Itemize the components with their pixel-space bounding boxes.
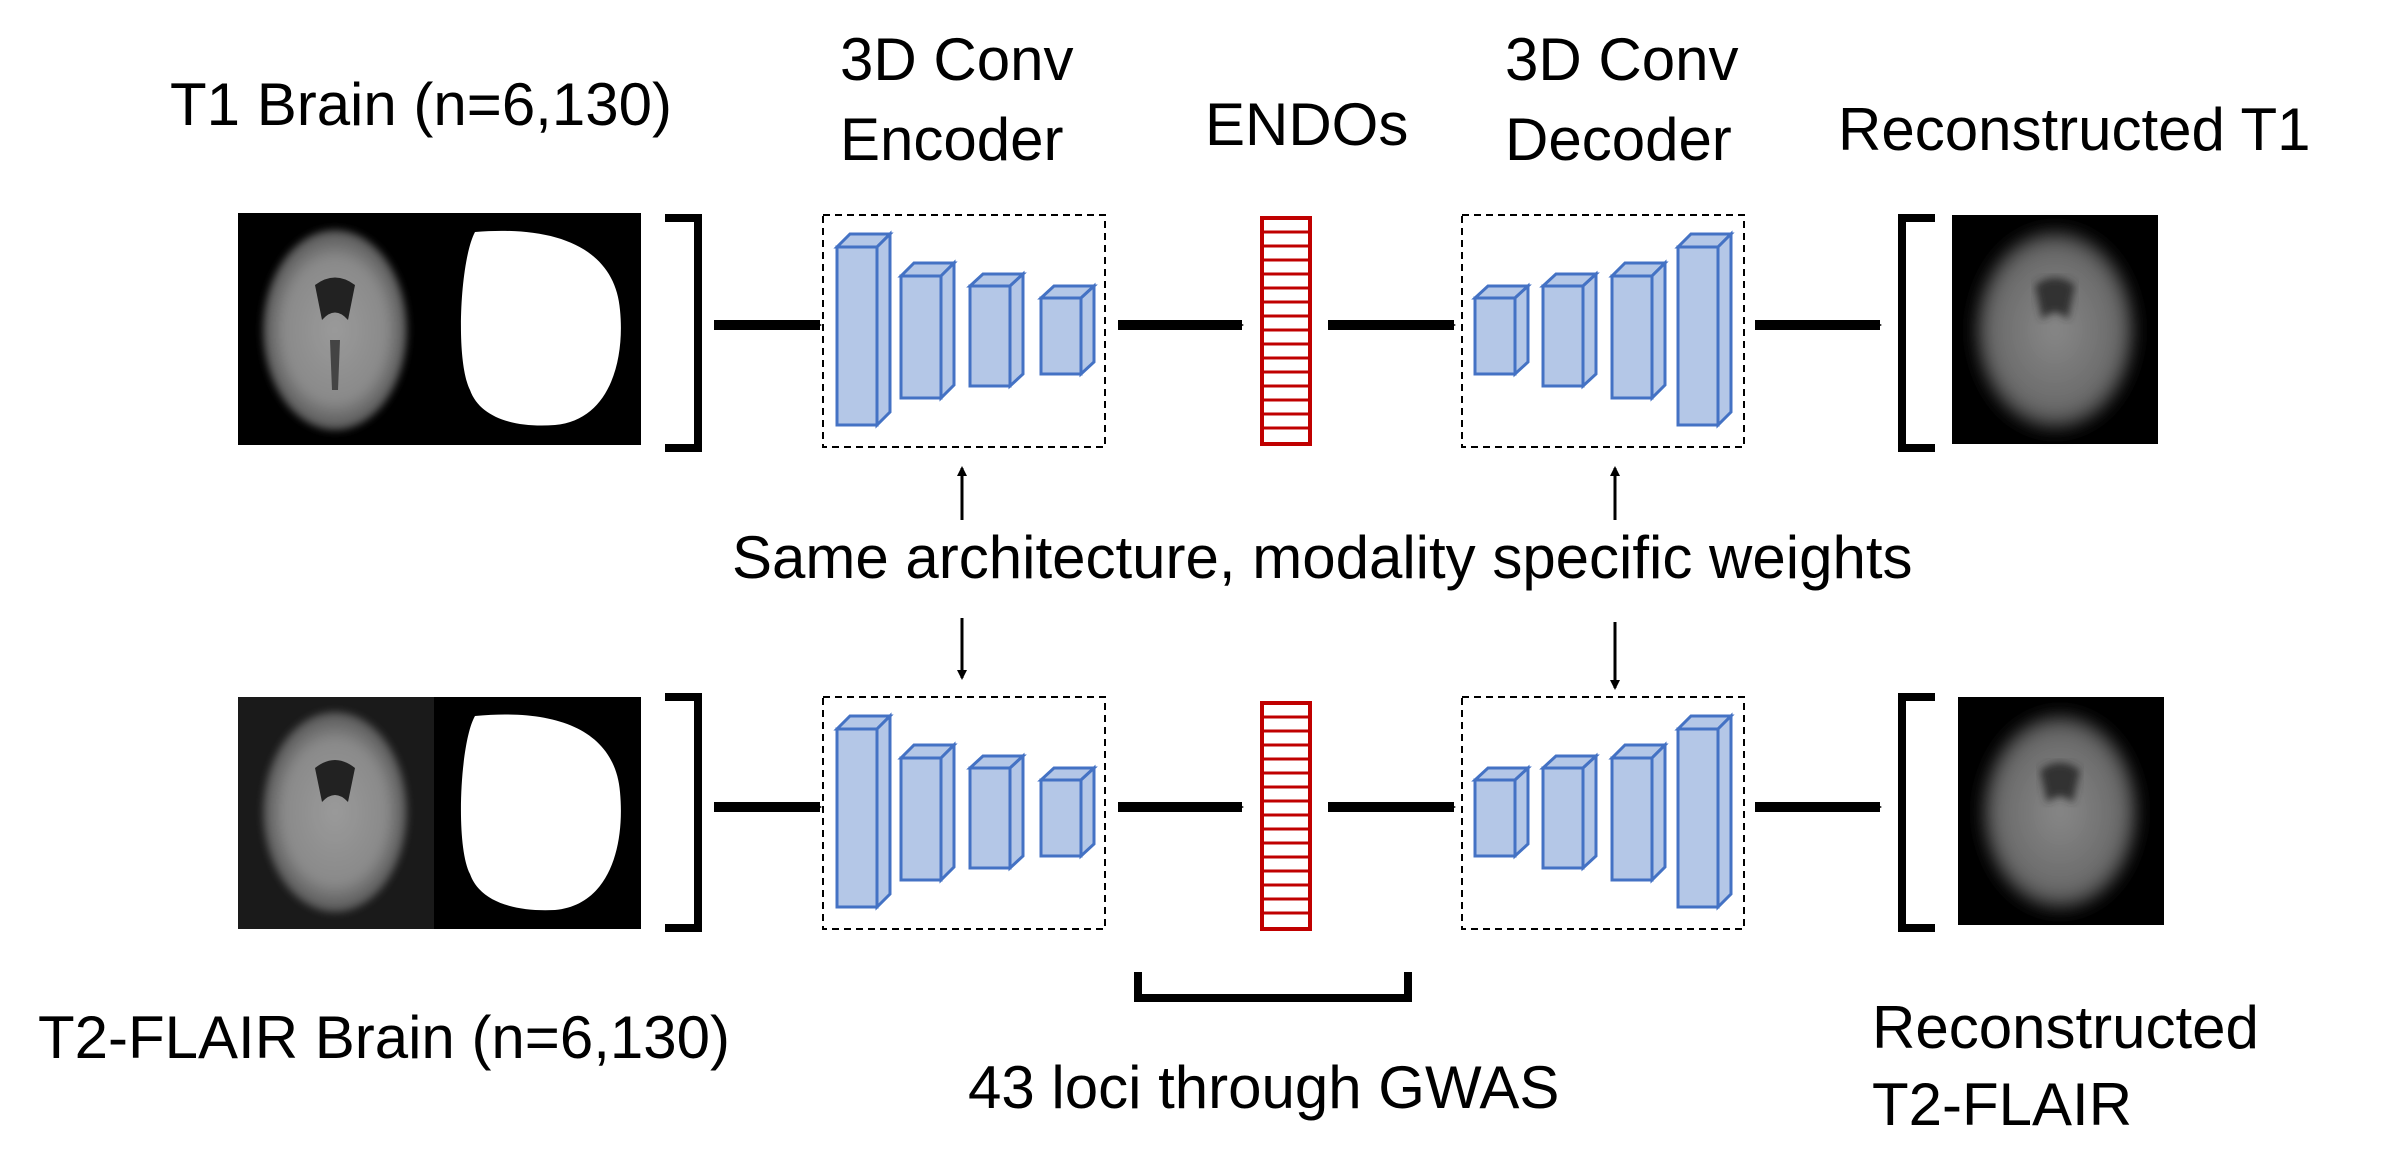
shared-architecture-note: Same architecture, modality specific wei…: [732, 524, 1913, 591]
t1-output-bracket: [1898, 214, 1935, 452]
gwas-bracket: [1134, 972, 1412, 1002]
flair-reconstructed-image: [1958, 697, 2164, 925]
endos-vector-bottom: [1260, 701, 1312, 931]
encoder-box-top: [822, 214, 1106, 448]
t1-input-bracket: [665, 214, 702, 452]
flair-input-bracket: [665, 693, 702, 932]
encoder-box-bottom: [822, 696, 1106, 930]
flair-output-bracket: [1898, 693, 1935, 932]
flair-brain-mask: [460, 714, 621, 911]
endos-vector-top: [1260, 216, 1312, 446]
decoder-box-top: [1461, 214, 1745, 448]
decoder-blocks-bottom: [1471, 712, 1735, 911]
encoder-blocks-bottom: [833, 712, 1098, 911]
gwas-label: 43 loci through GWAS: [968, 1054, 1559, 1121]
t1-brain-mask: [460, 230, 621, 426]
endos-label: ENDOs: [1205, 91, 1408, 158]
decoder-label-line1: 3D Conv: [1505, 26, 1738, 93]
encoder-blocks-top: [833, 230, 1098, 429]
encoder-label-line2: Encoder: [840, 106, 1063, 173]
t1-output-label: Reconstructed T1: [1838, 96, 2310, 163]
decoder-box-bottom: [1461, 696, 1745, 930]
flair-input-label: T2-FLAIR Brain (n=6,130): [38, 1004, 730, 1071]
flair-output-label-line2: T2-FLAIR: [1872, 1071, 2132, 1138]
decoder-label-line2: Decoder: [1505, 106, 1732, 173]
t1-reconstructed-image: [1952, 215, 2158, 444]
flair-output-label-line1: Reconstructed: [1872, 994, 2259, 1061]
t1-input-label: T1 Brain (n=6,130): [170, 71, 672, 138]
encoder-label-line1: 3D Conv: [840, 26, 1073, 93]
decoder-blocks-top: [1471, 230, 1735, 429]
